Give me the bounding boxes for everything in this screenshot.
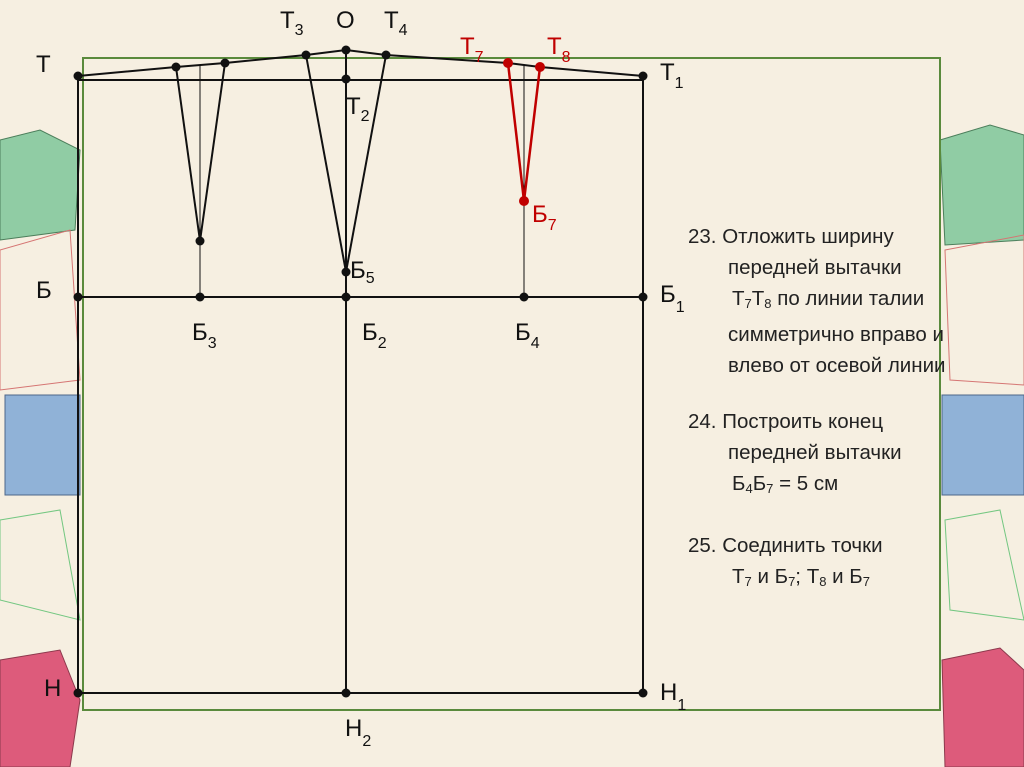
label-O: О [336, 7, 355, 34]
points [73, 45, 648, 698]
label-B3: Б3 [192, 319, 217, 352]
label-H: Н [44, 675, 61, 702]
label-T2: Т2 [346, 93, 370, 125]
label-T8: Т8 [547, 33, 571, 66]
label-H2: Н2 [345, 715, 371, 750]
label-B5: Б5 [350, 257, 375, 287]
step-23: 23. Отложить ширину передней вытачки Т7Т… [688, 225, 946, 377]
label-T7: Т7 [460, 33, 484, 66]
decorative-clothing-left [0, 129, 81, 767]
label-B: Б [36, 277, 52, 304]
label-H1: Н1 [660, 679, 686, 714]
label-T: Т [36, 51, 51, 78]
label-T4: Т4 [384, 7, 408, 39]
label-T1: Т1 [660, 59, 684, 92]
label-B7: Б7 [532, 201, 557, 234]
decorative-clothing-right [939, 124, 1024, 767]
step-24: 24. Построить конец передней вытачки Б4Б… [688, 410, 902, 496]
step-25: 25. Соединить точки Т7 и Б7; Т8 и Б7 [688, 534, 883, 589]
label-B1: Б1 [660, 281, 685, 316]
label-B4: Б4 [515, 319, 540, 352]
label-B2: Б2 [362, 319, 387, 352]
green-frame [82, 57, 941, 711]
label-T3: Т3 [280, 7, 304, 39]
